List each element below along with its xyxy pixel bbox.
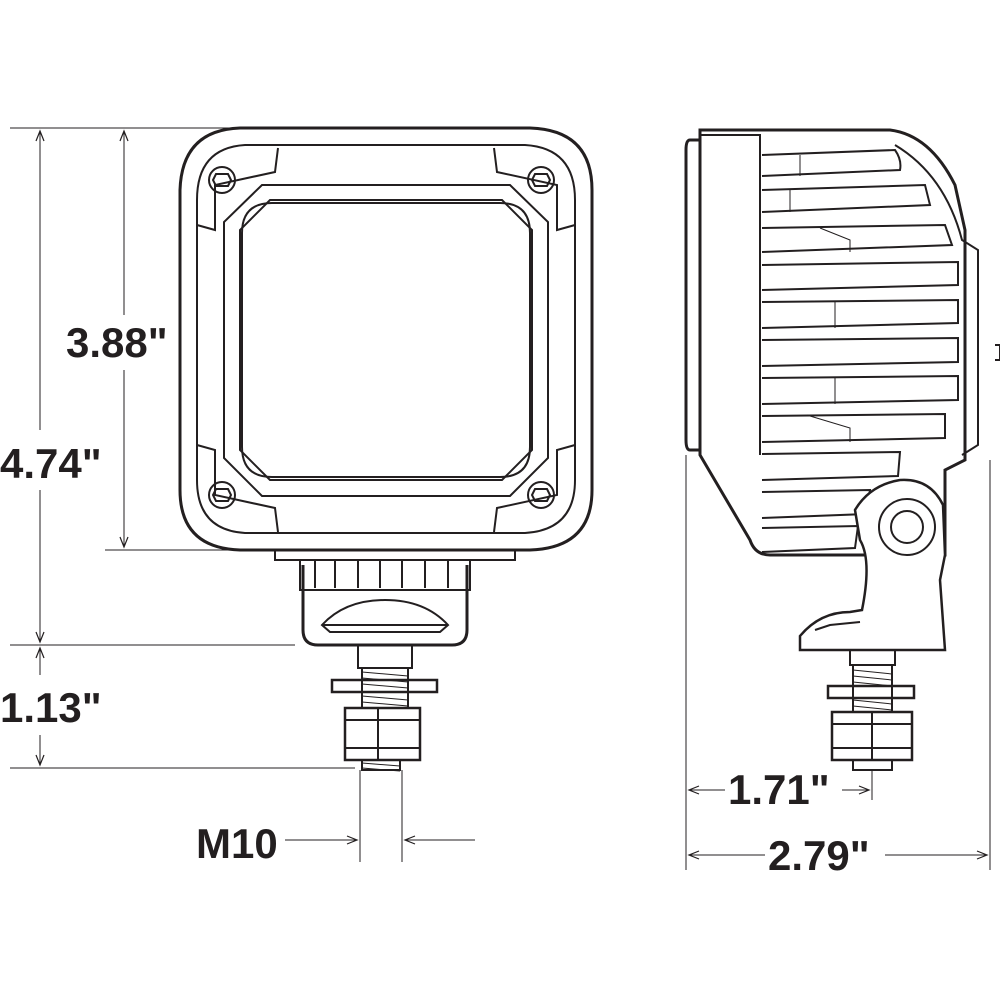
dim-total-height: 4.74" <box>0 440 102 487</box>
dimension-lines <box>10 127 991 870</box>
dim-stud-length: 1.13" <box>0 684 102 731</box>
side-view <box>684 128 1000 800</box>
dim-thread: M10 <box>196 820 278 867</box>
dim-mount-depth: 1.71" <box>728 766 830 813</box>
dim-inner-height: 3.88" <box>66 319 168 366</box>
dim-total-depth: 2.79" <box>768 832 870 879</box>
front-view <box>178 126 594 862</box>
